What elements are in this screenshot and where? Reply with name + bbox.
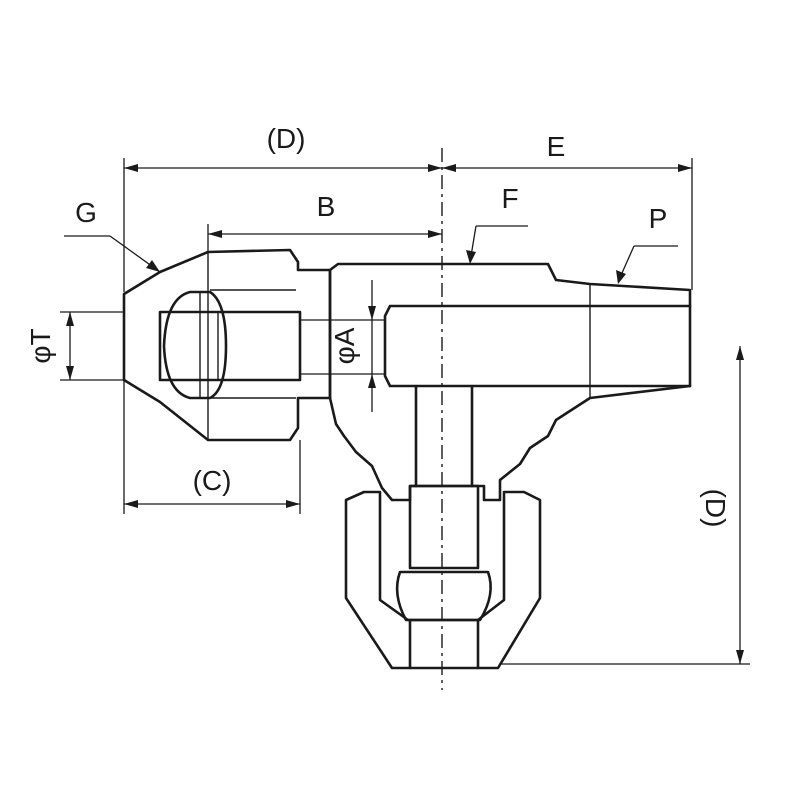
label-c: (C)	[193, 465, 232, 496]
label-phi-a: φA	[329, 327, 360, 364]
label-g: G	[75, 197, 97, 228]
bottom-ferrule-ball	[395, 570, 492, 622]
tee-main-body	[328, 262, 692, 502]
horizontal-bore	[383, 304, 692, 388]
fitting-body	[122, 248, 692, 670]
bottom-ferrule	[408, 484, 480, 570]
label-p: P	[649, 203, 668, 234]
label-phi-t: φT	[25, 328, 56, 363]
bottom-nut	[344, 490, 542, 670]
vertical-bore	[414, 384, 474, 488]
left-ferrule	[162, 290, 228, 400]
label-d-right: (D)	[700, 489, 731, 528]
label-d-top: (D)	[267, 123, 306, 154]
left-nut	[122, 248, 332, 442]
label-b: B	[317, 191, 336, 222]
label-e: E	[547, 131, 566, 162]
labels: (D) E B F G P (C) φT φA (D)	[25, 123, 731, 527]
label-f: F	[501, 183, 518, 214]
dimensions	[60, 158, 750, 665]
left-bore	[158, 310, 302, 382]
